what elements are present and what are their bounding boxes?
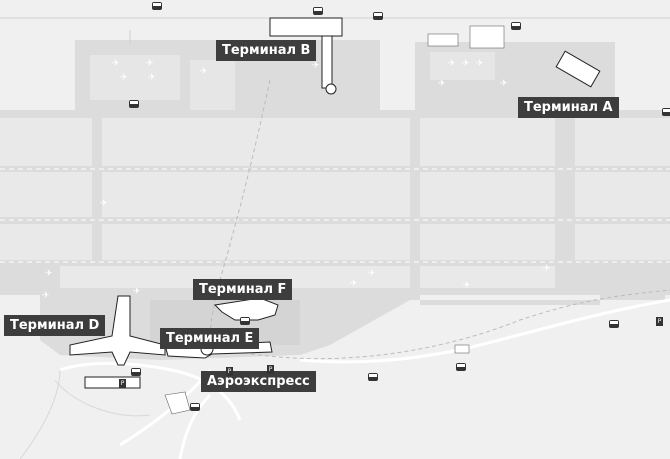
rail-line [209, 79, 670, 360]
bus-icon [373, 12, 383, 20]
parking-icon: P [119, 379, 126, 388]
plane-icon: ✈ [543, 264, 551, 274]
bus-icon [240, 317, 250, 325]
plane-icon: ✈ [200, 67, 208, 77]
terminal-b-label[interactable]: Терминал B [216, 40, 317, 61]
plane-icon: ✈ [148, 73, 156, 83]
plane-icon: ✈ [112, 59, 120, 69]
terminal-a-building [555, 50, 601, 88]
bus-icon [511, 22, 521, 30]
plane-icon: ✈ [463, 281, 471, 291]
plane-icon: ✈ [133, 287, 141, 297]
bus-icon [609, 320, 619, 328]
plane-icon: ✈ [120, 73, 128, 83]
terminal-e-label[interactable]: Терминал E [160, 328, 260, 349]
plane-icon: ✈ [45, 269, 53, 279]
bus-icon [662, 108, 670, 116]
plane-icon: ✈ [448, 59, 456, 69]
plane-icon: ✈ [42, 291, 50, 301]
parking-icon: P [267, 365, 274, 374]
plane-icon: ✈ [462, 59, 470, 69]
bus-icon [190, 403, 200, 411]
plane-icon: ✈ [312, 61, 320, 71]
plane-icon: ✈ [350, 279, 358, 289]
plane-icon: ✈ [500, 79, 508, 89]
plane-icon: ✈ [476, 59, 484, 69]
terminal-a-label[interactable]: Терминал A [518, 97, 619, 118]
plane-icon: ✈ [146, 59, 154, 69]
bus-icon [368, 373, 378, 381]
bus-icon [313, 7, 323, 15]
bus-icon [129, 100, 139, 108]
plane-icon: ✈ [100, 199, 108, 209]
bus-icon [131, 368, 141, 376]
parking-icon: P [226, 367, 233, 376]
terminal-f-label[interactable]: Терминал F [193, 279, 293, 300]
field-blocks [0, 118, 670, 288]
terminal-b-building [269, 17, 343, 95]
plane-icon: ✈ [368, 269, 376, 279]
terminal-d-label[interactable]: Терминал D [4, 315, 106, 336]
terminal-d-building [69, 295, 166, 366]
bus-icon [456, 363, 466, 371]
runway-centrelines [0, 168, 670, 263]
aeroexpress-label[interactable]: Аэроэкспресс [201, 371, 316, 392]
plane-icon: ✈ [438, 79, 446, 89]
bus-icon [152, 2, 162, 10]
parking-icon: P [656, 317, 663, 326]
